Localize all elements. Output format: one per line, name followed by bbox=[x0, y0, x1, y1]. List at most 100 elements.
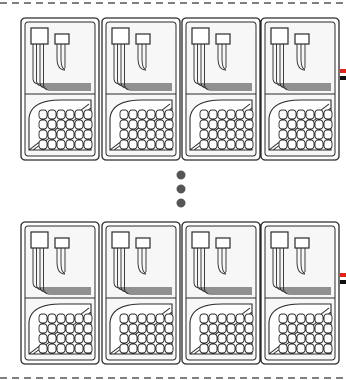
terminal-negative-icon bbox=[340, 76, 346, 80]
ellipsis-dot bbox=[176, 198, 186, 208]
cell bbox=[226, 333, 236, 344]
ellipsis-dot bbox=[176, 170, 186, 180]
cell bbox=[128, 333, 138, 344]
cell bbox=[314, 333, 324, 344]
wire-harness bbox=[193, 44, 252, 91]
cell bbox=[208, 109, 218, 120]
cell bbox=[38, 323, 48, 334]
cell bbox=[278, 119, 288, 130]
wire bbox=[124, 248, 172, 295]
wire-loop bbox=[56, 248, 66, 275]
cell-grid bbox=[278, 109, 333, 150]
wire-loop bbox=[221, 248, 227, 274]
cell bbox=[137, 343, 147, 354]
cell bbox=[296, 333, 306, 344]
cell bbox=[244, 313, 254, 324]
wire-loop bbox=[137, 248, 147, 275]
cell bbox=[119, 119, 129, 130]
cell bbox=[74, 323, 84, 334]
cell bbox=[47, 139, 57, 150]
wire bbox=[120, 248, 172, 293]
wire bbox=[43, 248, 91, 295]
cell bbox=[128, 119, 138, 130]
cell bbox=[128, 343, 138, 354]
cell bbox=[226, 139, 236, 150]
cell bbox=[155, 119, 165, 130]
wire bbox=[36, 44, 91, 87]
cell bbox=[199, 313, 209, 324]
cell bbox=[296, 129, 306, 140]
cell bbox=[146, 323, 156, 334]
cell bbox=[217, 313, 227, 324]
wire-harness bbox=[193, 248, 252, 295]
cell bbox=[323, 109, 333, 120]
cell bbox=[305, 129, 315, 140]
ellipsis-dots bbox=[176, 170, 186, 208]
cell bbox=[164, 129, 174, 140]
cell bbox=[208, 139, 218, 150]
cell bbox=[235, 139, 245, 150]
wire-harness bbox=[272, 248, 331, 295]
cell bbox=[199, 333, 209, 344]
wire-harness bbox=[32, 44, 91, 91]
cell bbox=[56, 139, 66, 150]
connector-block-large bbox=[270, 27, 289, 45]
cell bbox=[137, 109, 147, 120]
wire-loop bbox=[300, 248, 306, 274]
wire-loop bbox=[141, 248, 147, 274]
cell bbox=[74, 109, 84, 120]
cell bbox=[65, 139, 75, 150]
cell bbox=[47, 343, 57, 354]
cell bbox=[83, 109, 93, 120]
connector-block-small bbox=[54, 237, 70, 249]
cell bbox=[47, 313, 57, 324]
wire bbox=[43, 44, 91, 91]
cell bbox=[323, 343, 333, 354]
cell bbox=[314, 129, 324, 140]
cell bbox=[323, 333, 333, 344]
cell bbox=[128, 129, 138, 140]
wire-loop bbox=[137, 44, 147, 71]
wire bbox=[117, 44, 172, 87]
cell bbox=[155, 139, 165, 150]
cell-grid bbox=[38, 109, 93, 150]
wire bbox=[124, 44, 172, 91]
cell bbox=[208, 129, 218, 140]
cell bbox=[137, 333, 147, 344]
cell bbox=[217, 343, 227, 354]
cell bbox=[155, 343, 165, 354]
connector-block-small bbox=[135, 33, 151, 45]
wire-harness bbox=[272, 44, 331, 91]
cell bbox=[146, 109, 156, 120]
wire-harness bbox=[113, 248, 172, 295]
cell-grid bbox=[199, 313, 254, 354]
wire bbox=[32, 248, 91, 289]
cell bbox=[235, 119, 245, 130]
wire bbox=[276, 44, 331, 87]
cell bbox=[65, 343, 75, 354]
cell bbox=[244, 119, 254, 130]
cell bbox=[146, 333, 156, 344]
cell bbox=[323, 129, 333, 140]
cell bbox=[74, 119, 84, 130]
connector-block-small bbox=[215, 237, 231, 249]
module-r1-c3 bbox=[181, 17, 261, 161]
wire bbox=[283, 44, 331, 91]
cell bbox=[296, 323, 306, 334]
cell bbox=[83, 129, 93, 140]
wire bbox=[276, 248, 331, 291]
cell bbox=[235, 109, 245, 120]
cell bbox=[128, 323, 138, 334]
cell bbox=[119, 109, 129, 120]
cell bbox=[314, 119, 324, 130]
wire bbox=[279, 44, 331, 89]
cell bbox=[155, 129, 165, 140]
connector-block-small bbox=[135, 237, 151, 249]
cell bbox=[56, 119, 66, 130]
cell bbox=[296, 139, 306, 150]
cell bbox=[74, 333, 84, 344]
cell bbox=[38, 109, 48, 120]
cell bbox=[296, 109, 306, 120]
cell bbox=[83, 313, 93, 324]
cell bbox=[56, 343, 66, 354]
